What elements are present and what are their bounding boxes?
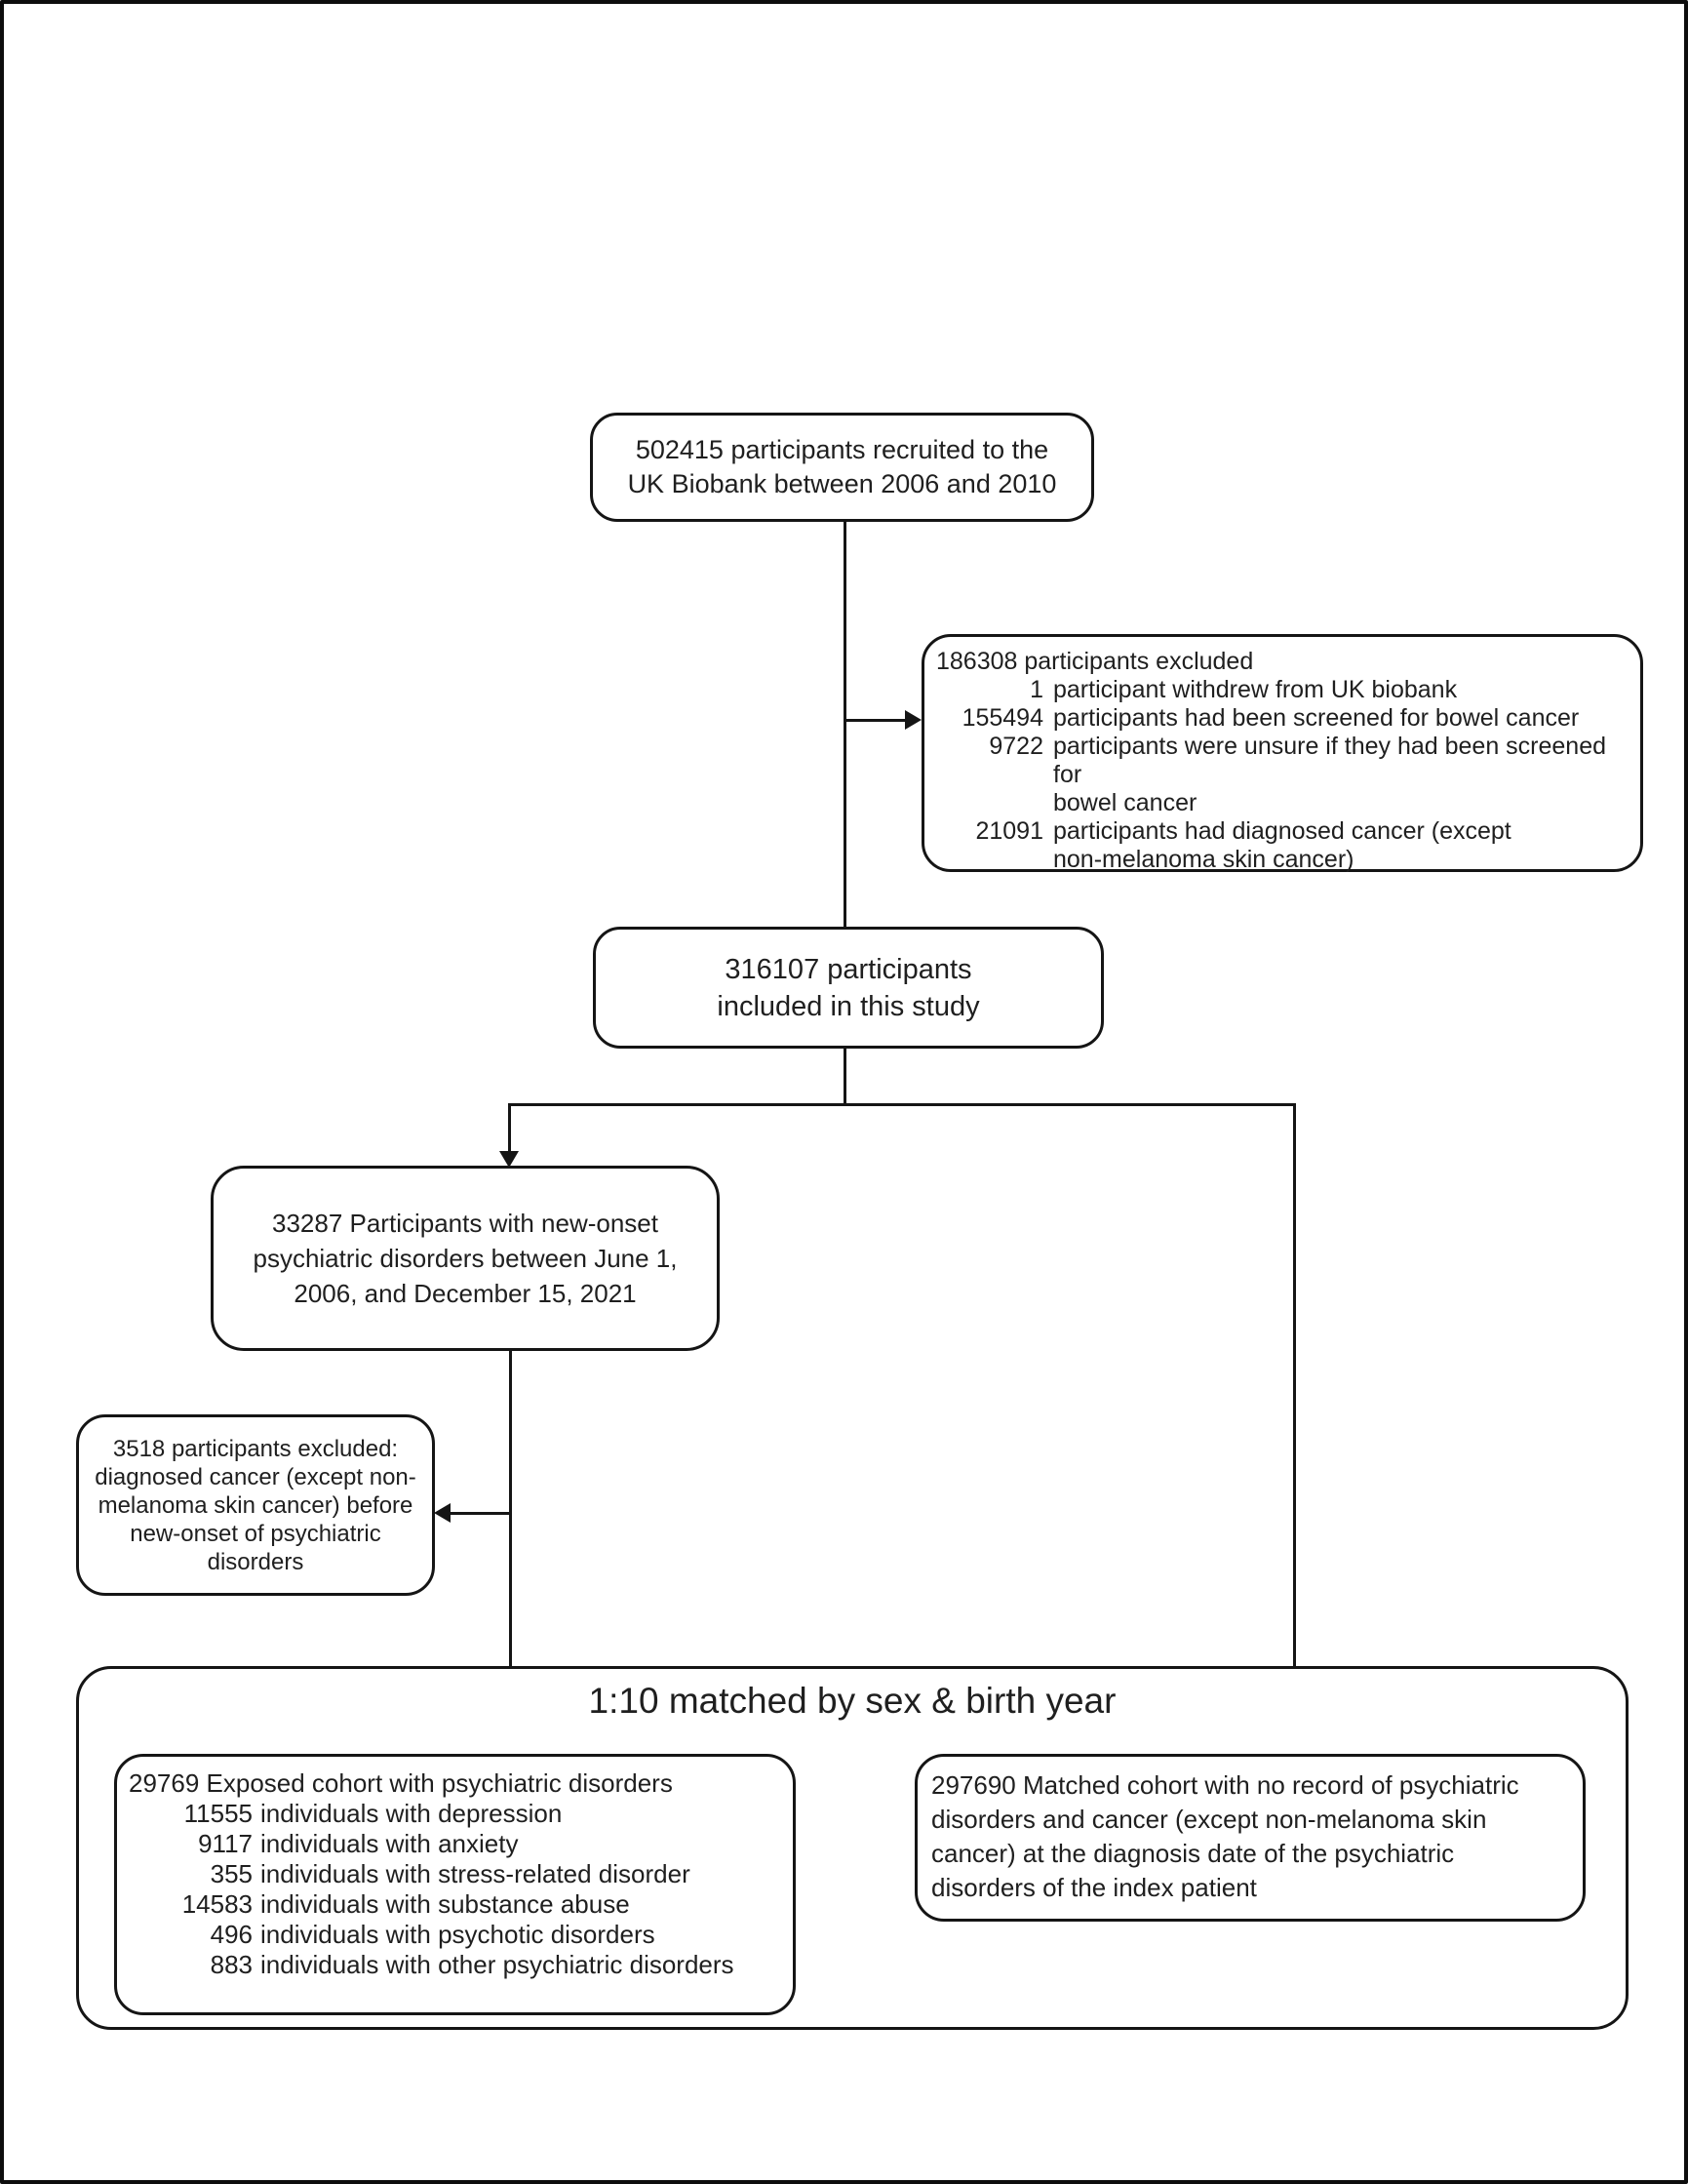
exposed-item-text: individuals with stress-related disorder [260,1859,690,1888]
excluded1-item: 155494 participants had been screened fo… [936,704,1629,733]
excluded1-item-text: participants were unsure if they had bee… [1053,733,1607,816]
excluded1-item-count: 21091 [975,817,1043,845]
excluded1-item: 1 participant withdrew from UK biobank [936,676,1629,704]
exposed-item: 883 individuals with other psychiatric d… [129,1950,783,1980]
excluded1-item: 21091 participants had diagnosed cancer … [936,817,1629,874]
excluded1-item-text: participant withdrew from UK biobank [1053,676,1458,703]
box-excluded-baseline: 186308 participants excluded 1 participa… [922,634,1643,874]
excluded1-item-text: participants had diagnosed cancer (excep… [1053,817,1511,873]
excluded1-item-count: 1 [1030,676,1043,703]
connector-recruited-to-included [844,521,846,929]
box-new-onset-text: 33287 Participants with new-onset psychi… [253,1209,678,1308]
exposed-item-count: 14583 [181,1889,253,1919]
exposed-item: 11555 individuals with depression [129,1799,783,1829]
exposed-item: 355 individuals with stress-related diso… [129,1859,783,1889]
box-recruited-text: 502415 participants recruited to the UK … [627,435,1057,498]
connector-split-horizontal [508,1103,1296,1106]
excluded1-item: 9722 participants were unsure if they ha… [936,733,1629,817]
connector-right-branch [1293,1103,1296,1737]
box-included-text: 316107 participants included in this stu… [717,953,980,1022]
exposed-item-text: individuals with anxiety [260,1829,519,1858]
exposed-item-count: 883 [210,1950,253,1979]
exposed-item-text: individuals with psychotic disorders [260,1920,655,1949]
box-recruited: 502415 participants recruited to the UK … [590,413,1094,522]
exposed-item-count: 496 [210,1920,253,1949]
box-matched-cohort: 297690 Matched cohort with no record of … [915,1754,1586,1922]
box-exposed-cohort: 29769 Exposed cohort with psychiatric di… [114,1754,796,2015]
arrowhead-newonset-icon [499,1151,519,1168]
excluded1-item-text: participants had been screened for bowel… [1053,704,1580,732]
connector-left-branch [508,1103,511,1153]
exposed-item-count: 355 [210,1859,253,1888]
arrowhead-excluded1-icon [905,710,922,730]
connector-to-excluded2 [450,1512,511,1515]
connector-newonset-to-exposed [509,1350,512,1737]
box-new-onset: 33287 Participants with new-onset psychi… [211,1166,720,1351]
exposed-item-text: individuals with other psychiatric disor… [260,1950,734,1979]
connector-to-excluded1 [844,719,909,722]
exposed-item-text: individuals with depression [260,1799,563,1828]
box-excluded-cancer: 3518 participants excluded: diagnosed ca… [76,1414,435,1596]
exposed-item: 14583 individuals with substance abuse [129,1889,783,1920]
box-matched-cohort-text: 297690 Matched cohort with no record of … [931,1770,1519,1902]
excluded1-item-count: 155494 [962,704,1043,732]
box-excluded-cancer-text: 3518 participants excluded: diagnosed ca… [95,1435,416,1575]
exposed-header: 29769 Exposed cohort with psychiatric di… [129,1768,673,1798]
connector-included-to-split [844,1047,846,1106]
excluded1-header: 186308 participants excluded [936,648,1254,675]
group-matched-title: 1:10 matched by sex & birth year [588,1681,1117,1721]
exposed-item-count: 11555 [183,1799,253,1828]
exposed-item: 9117 individuals with anxiety [129,1829,783,1859]
excluded1-item-count: 9722 [989,733,1043,760]
arrowhead-excluded2-icon [434,1503,451,1523]
exposed-item: 496 individuals with psychotic disorders [129,1920,783,1950]
box-included: 316107 participants included in this stu… [593,927,1104,1049]
exposed-item-count: 9117 [198,1829,253,1858]
exposed-item-text: individuals with substance abuse [260,1889,630,1919]
